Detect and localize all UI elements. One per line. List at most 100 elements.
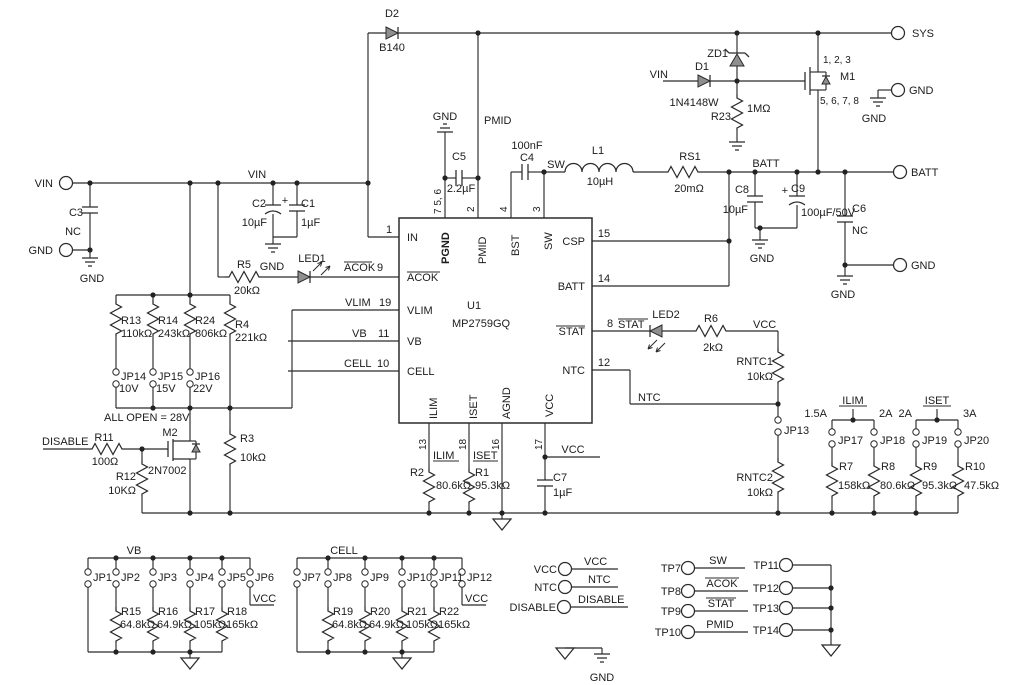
vb-pin-label: VB [352,328,367,340]
terminal-batt [892,164,908,180]
r22-value: 165kΩ [438,619,470,631]
r16-ref: R16 [158,606,178,618]
disable-net-label-conn: DISABLE [578,594,624,606]
r3-ref: R3 [240,433,254,445]
u1-pin-pgnd: PGND [440,232,452,264]
r15-ref: R15 [121,606,141,618]
u1-pin-stat: STAT [559,326,586,338]
u1-num-agnd: 16 [491,438,502,450]
csp-pin-num: 15 [598,228,610,240]
c2-polarity: + [282,195,288,207]
gnd-terminal-top-label: GND [909,85,934,97]
r8-value: 80.6kΩ [880,480,915,492]
vcc-terminal-label: VCC [534,564,557,576]
gnd-label-c6: GND [831,289,856,301]
r13-ref: R13 [121,315,141,327]
u1-pin-pmid: PMID [477,236,489,264]
r23-ref: R23 [711,111,731,123]
tp9-net: STAT [708,598,735,610]
c2-value: 10µF [242,217,268,229]
jp7-label: JP7 [302,572,321,584]
gnd-label-c2c1: GND [260,261,285,273]
u1-pin-bst: BST [510,234,522,256]
r2-value: 80.6kΩ [436,480,471,492]
rntc1-resistor-icon [771,347,785,385]
l1-ref: L1 [592,145,604,157]
jp16-voltage: 22V [193,383,213,395]
r5-ref: R5 [237,259,251,271]
jp15-label: JP15 [158,371,183,383]
jp17-label: JP17 [838,435,863,447]
r24-value: 806kΩ [195,328,227,340]
acok-pin-num: 9 [377,262,383,274]
ilim-option-right: 2A [879,408,893,420]
d2-diode-icon [385,26,399,40]
wires-power-path [444,132,893,287]
r21-value: 105kΩ [406,619,438,631]
tp13-label: TP13 [753,603,779,615]
iset-option-left: 2A [899,408,913,420]
gnd-label-c8c9: GND [750,253,775,265]
all-open-note: ALL OPEN = 28V [104,412,190,424]
batt-terminal-label: BATT [911,167,939,179]
l1-value: 10µH [587,176,614,188]
ilim-option-left: 1.5A [804,408,827,420]
c3-value: NC [65,226,81,238]
r10-ref: R10 [965,461,985,473]
tp7-label: TP7 [661,563,681,575]
wires-input [73,182,399,408]
iset-bank-label: ISET [925,395,950,407]
u1-pin-iset: ISET [468,394,480,419]
in-pin-num: 1 [386,224,392,236]
rntc2-ref: RNTC2 [736,472,773,484]
d1-diode-icon [697,74,711,88]
d2-value: B140 [379,42,405,54]
ilim-bank-label: ILIM [842,395,863,407]
jp11-label: JP11 [439,572,463,584]
cell-pin-label: CELL [344,358,372,370]
r1-value: 95.3kΩ [475,480,510,492]
r14-value: 243kΩ [158,328,190,340]
r24-ref: R24 [195,315,215,327]
l1-inductor-icon [564,162,634,173]
u1-ref: U1 [467,300,481,312]
c9-ref: C9 [791,183,805,195]
rntc2-resistor-icon [771,457,785,495]
c9-value: 100µF/50V [801,207,856,219]
r13-value: 110kΩ [121,328,152,340]
jp5-label: JP5 [227,572,246,584]
u1-num-ilim: 13 [418,438,429,450]
c6-ref: C6 [852,203,866,215]
gnd-label-c5: GND [433,111,458,123]
r23-resistor-icon [730,93,744,131]
u1-ic-body [398,217,593,424]
c2-ref: C2 [252,198,266,210]
u1-pin-in: IN [407,232,418,244]
rntc1-value: 10kΩ [747,371,773,383]
jp18-label: JP18 [880,435,905,447]
m2-value: 2N7002 [148,465,187,477]
r8-ref: R8 [881,461,895,473]
m2-mosfet-icon [167,439,201,461]
tp9-label: TP9 [661,606,681,618]
d2-ref: D2 [385,8,399,20]
d1-ref: D1 [695,61,709,73]
vcc-net-label-conn: VCC [584,556,607,568]
terminal-sys [890,25,906,41]
ntc-pin-num: 12 [598,357,610,369]
vlim-pin-num: 19 [379,297,391,309]
r1-ref: R1 [475,467,489,479]
cell-net-label: CELL [330,545,358,557]
cell-pin-num: 10 [377,358,389,370]
u1-num-vcc: 17 [534,438,545,450]
led2-ref: LED2 [652,309,680,321]
r14-ref: R14 [158,315,178,327]
rntc1-ref: RNTC1 [736,356,773,368]
terminal-ntc [557,579,573,595]
jp3-label: JP3 [158,572,177,584]
c2-capacitor-icon [264,204,282,215]
c4-value: 100nF [511,140,542,152]
jp12-label: JP12 [467,572,492,584]
u1-pin-vlim: VLIM [407,305,433,317]
u1-pin-ntc: NTC [562,365,585,377]
